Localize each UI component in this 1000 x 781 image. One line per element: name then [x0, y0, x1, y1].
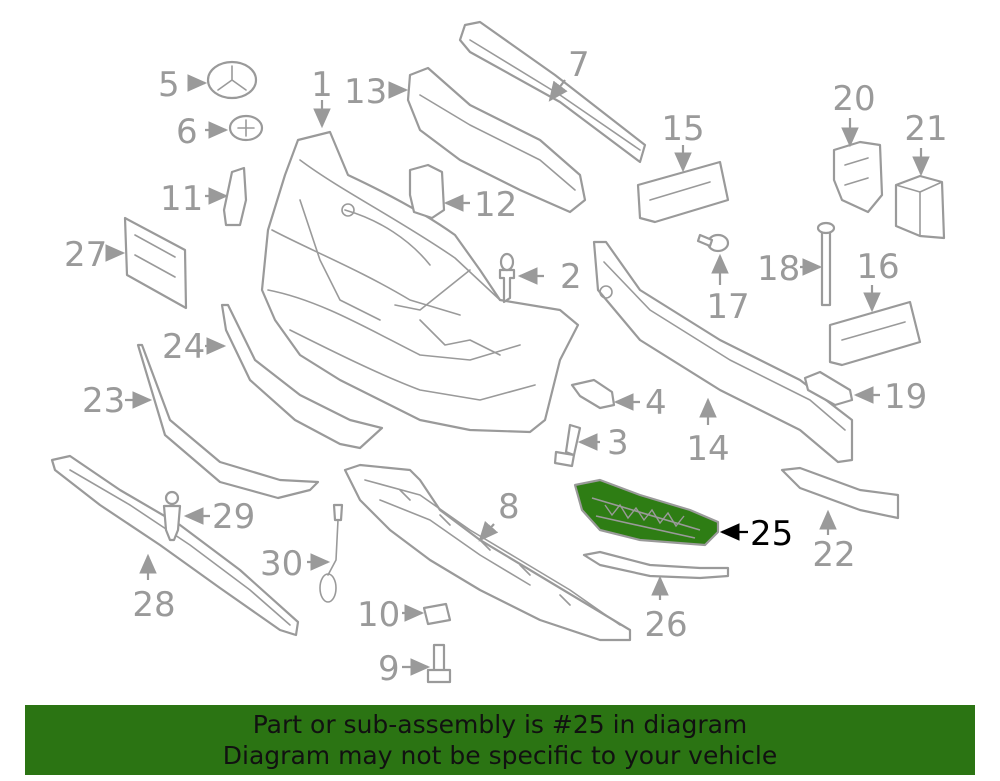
- leader-7: [548, 79, 568, 102]
- plate-part-19[interactable]: [803, 370, 854, 407]
- callout-17: 17: [706, 287, 749, 327]
- callout-6: 6: [176, 112, 198, 152]
- callout-2: 2: [560, 257, 582, 297]
- callout-21: 21: [904, 109, 947, 149]
- mount-bracket-part-15[interactable]: [636, 160, 730, 224]
- license-bracket-part-27[interactable]: [123, 216, 188, 310]
- callout-19: 19: [884, 377, 927, 417]
- side-trim-part-22[interactable]: [780, 466, 900, 520]
- callout-3: 3: [607, 423, 629, 463]
- long-bolt-part-18[interactable]: [816, 221, 836, 307]
- strip-part-26[interactable]: [582, 550, 730, 580]
- callout-5: 5: [158, 65, 180, 105]
- banner-line-1: Part or sub-assembly is #25 in diagram: [252, 710, 748, 739]
- sensor-housing-part-21[interactable]: [894, 174, 946, 240]
- callout-7: 7: [568, 45, 590, 85]
- callout-25: 25: [750, 514, 793, 554]
- bolt-part-9[interactable]: [426, 643, 452, 684]
- bracket-part-4[interactable]: [570, 378, 616, 410]
- callout-10: 10: [357, 595, 400, 635]
- bumper-cover-part[interactable]: [260, 130, 580, 434]
- reinforcement-beam-part-14[interactable]: [592, 240, 854, 464]
- callout-1: 1: [311, 65, 333, 105]
- callout-26: 26: [644, 605, 687, 645]
- leader-8: [478, 520, 499, 542]
- clip-part-2[interactable]: [498, 252, 516, 304]
- callout-18: 18: [757, 249, 800, 289]
- callout-20: 20: [832, 79, 875, 119]
- clip-part-10[interactable]: [422, 602, 452, 626]
- trim-strip-part-24[interactable]: [220, 303, 384, 450]
- parts-diagram: 1 2 3 4 5 6 7 8 9 10 11 12 13 14 15 16 1…: [50, 20, 948, 689]
- callout-15: 15: [661, 109, 704, 149]
- callout-23: 23: [82, 381, 125, 421]
- callout-4: 4: [645, 383, 667, 423]
- info-banner: Part or sub-assembly is #25 in diagram D…: [25, 705, 975, 775]
- grille-insert-part-25[interactable]: [573, 478, 720, 547]
- bolt-part-3[interactable]: [553, 423, 582, 468]
- absorber-part-13[interactable]: [406, 66, 587, 214]
- callout-8: 8: [498, 487, 520, 527]
- callout-22: 22: [812, 535, 855, 575]
- mount-bracket-part-16[interactable]: [828, 300, 922, 367]
- lower-strip-part-23[interactable]: [136, 343, 320, 500]
- bracket-part-12[interactable]: [408, 163, 446, 220]
- callout-28: 28: [132, 585, 175, 625]
- callout-9: 9: [378, 649, 400, 689]
- bracket-part-20[interactable]: [832, 140, 884, 214]
- banner-line-2: Diagram may not be specific to your vehi…: [222, 741, 778, 770]
- lower-spoiler-part-28[interactable]: [50, 454, 300, 637]
- callout-29: 29: [212, 497, 255, 537]
- cable-part-30[interactable]: [319, 503, 344, 603]
- bracket-part-11[interactable]: [222, 166, 248, 227]
- callout-12: 12: [474, 185, 517, 225]
- callout-24: 24: [162, 327, 205, 367]
- callout-14: 14: [686, 429, 729, 469]
- callout-11: 11: [160, 179, 203, 219]
- clip-part-29[interactable]: [162, 490, 182, 542]
- emblem-part-5[interactable]: [206, 60, 258, 100]
- callout-30: 30: [260, 544, 303, 584]
- callout-27: 27: [64, 235, 107, 275]
- callout-13: 13: [344, 72, 387, 112]
- lower-grille-part-8[interactable]: [343, 463, 632, 642]
- callout-16: 16: [856, 247, 899, 287]
- screw-part-17[interactable]: [696, 233, 730, 253]
- emblem-disc-part-6[interactable]: [228, 114, 264, 142]
